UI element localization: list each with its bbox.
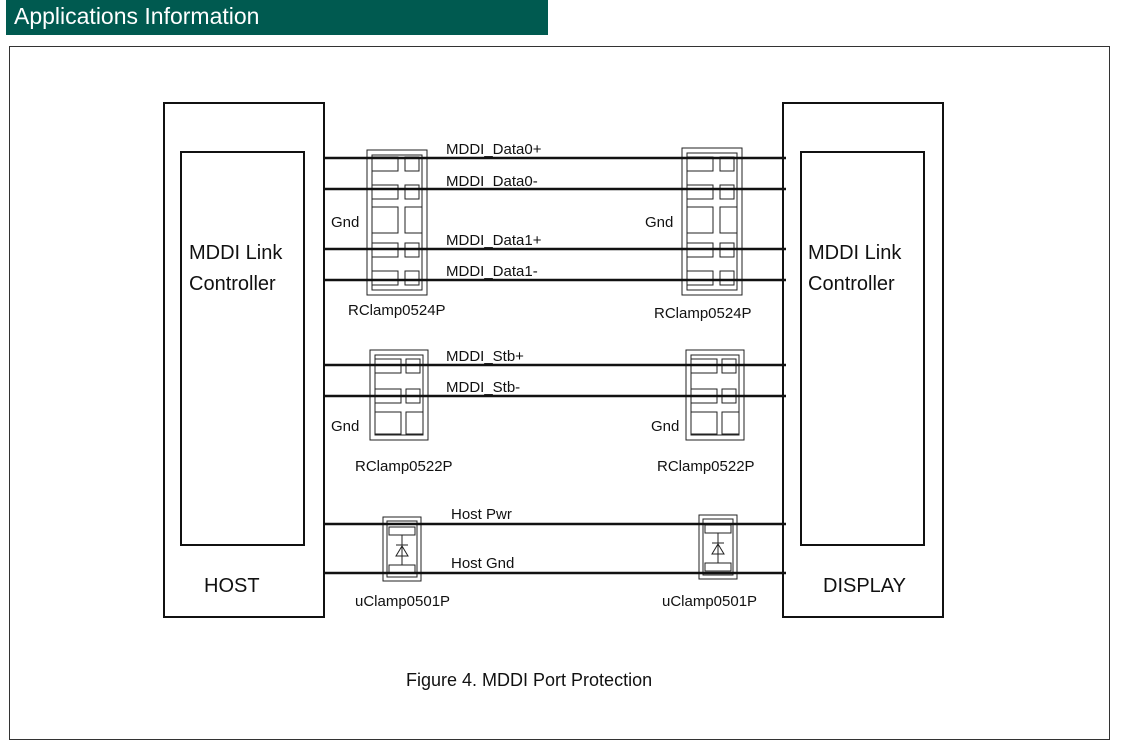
part-label-uclamp-left: uClamp0501P [355,593,450,610]
label-host-gnd: Host Gnd [451,555,514,572]
part-label-rclamp0522-right: RClamp0522P [657,458,755,475]
label-host-pwr: Host Pwr [451,506,512,523]
host-controller-block [180,151,305,546]
display-label: DISPLAY [823,575,906,597]
host-controller-label-line2: Controller [189,273,276,295]
display-controller-label-line2: Controller [808,273,895,295]
part-label-uclamp-right: uClamp0501P [662,593,757,610]
part-label-rclamp0524-left: RClamp0524P [348,302,446,319]
label-stb-neg: MDDI_Stb- [446,379,520,396]
uclamp-right-device [698,514,738,580]
uclamp-left-device [382,516,422,582]
label-data0-neg: MDDI_Data0- [446,173,538,190]
figure-caption: Figure 4. MDDI Port Protection [406,670,652,690]
label-data1-pos: MDDI_Data1+ [446,232,542,249]
label-data1-neg: MDDI_Data1- [446,263,538,280]
host-block [163,102,325,618]
display-block [782,102,944,618]
host-controller-label-line1: MDDI Link [189,242,283,264]
section-title: Applications Information [14,3,260,29]
rclamp0524-left-device [366,149,428,296]
display-controller-label-line1: MDDI Link [808,242,902,264]
gnd-label-rclamp0522-left: Gnd [331,418,359,435]
figure-frame [9,46,1110,740]
label-stb-pos: MDDI_Stb+ [446,348,524,365]
host-label: HOST [204,575,260,597]
part-label-rclamp0522-left: RClamp0522P [355,458,453,475]
gnd-label-rclamp0522-right: Gnd [651,418,679,435]
gnd-label-rclamp0524-right: Gnd [645,214,673,231]
rclamp0524-right-device [681,147,743,296]
part-label-rclamp0524-right: RClamp0524P [654,305,752,322]
section-header: Applications Information [6,0,548,35]
display-controller-block [800,151,925,546]
gnd-label-rclamp0524-left: Gnd [331,214,359,231]
label-data0-pos: MDDI_Data0+ [446,141,542,158]
